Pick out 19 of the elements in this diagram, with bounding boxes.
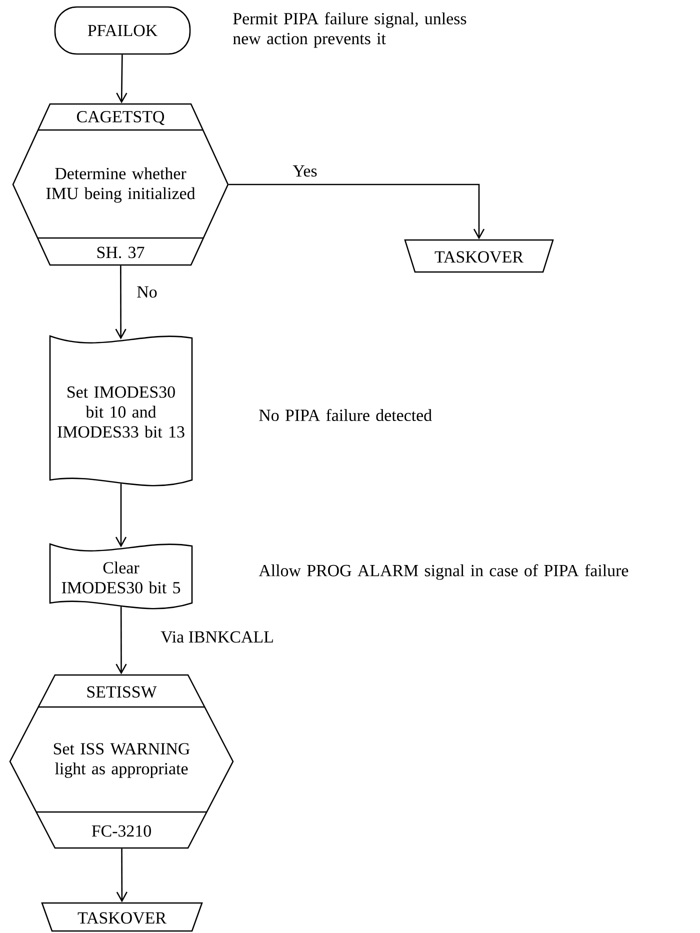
arrow (116, 606, 127, 674)
note-text: Permit PIPA failure signal, unless new action prevents it (233, 12, 466, 48)
arrow (115, 266, 126, 340)
document-box: Set IMODES30 bit 10 and IMODES33 bit 13 (49, 335, 193, 486)
terminal-box: PFAILOK (54, 6, 191, 55)
arrow (116, 54, 128, 104)
arrow (116, 848, 128, 902)
off-page-connector: TASKOVER (41, 902, 203, 932)
edge-label: Via IBNKCALL (158, 629, 276, 645)
document-box: Clear IMODES30 bit 5 (49, 543, 193, 610)
hexagon-box: SETISSW Set ISS WARNING light as appropriate FC-3210 (9, 674, 234, 849)
arrow (228, 184, 485, 240)
edge-label: Yes (290, 163, 320, 179)
arrow (115, 484, 127, 548)
edge-label: No (134, 284, 160, 300)
hexagon-box: CAGETSTQ Determine whether IMU being initialized SH. 37 (12, 103, 229, 266)
note-text: No PIPA failure detected (259, 408, 432, 422)
note-text: Allow PROG ALARM signal in case of PIPA failure (258, 564, 628, 580)
off-page-connector: TASKOVER (404, 239, 554, 273)
